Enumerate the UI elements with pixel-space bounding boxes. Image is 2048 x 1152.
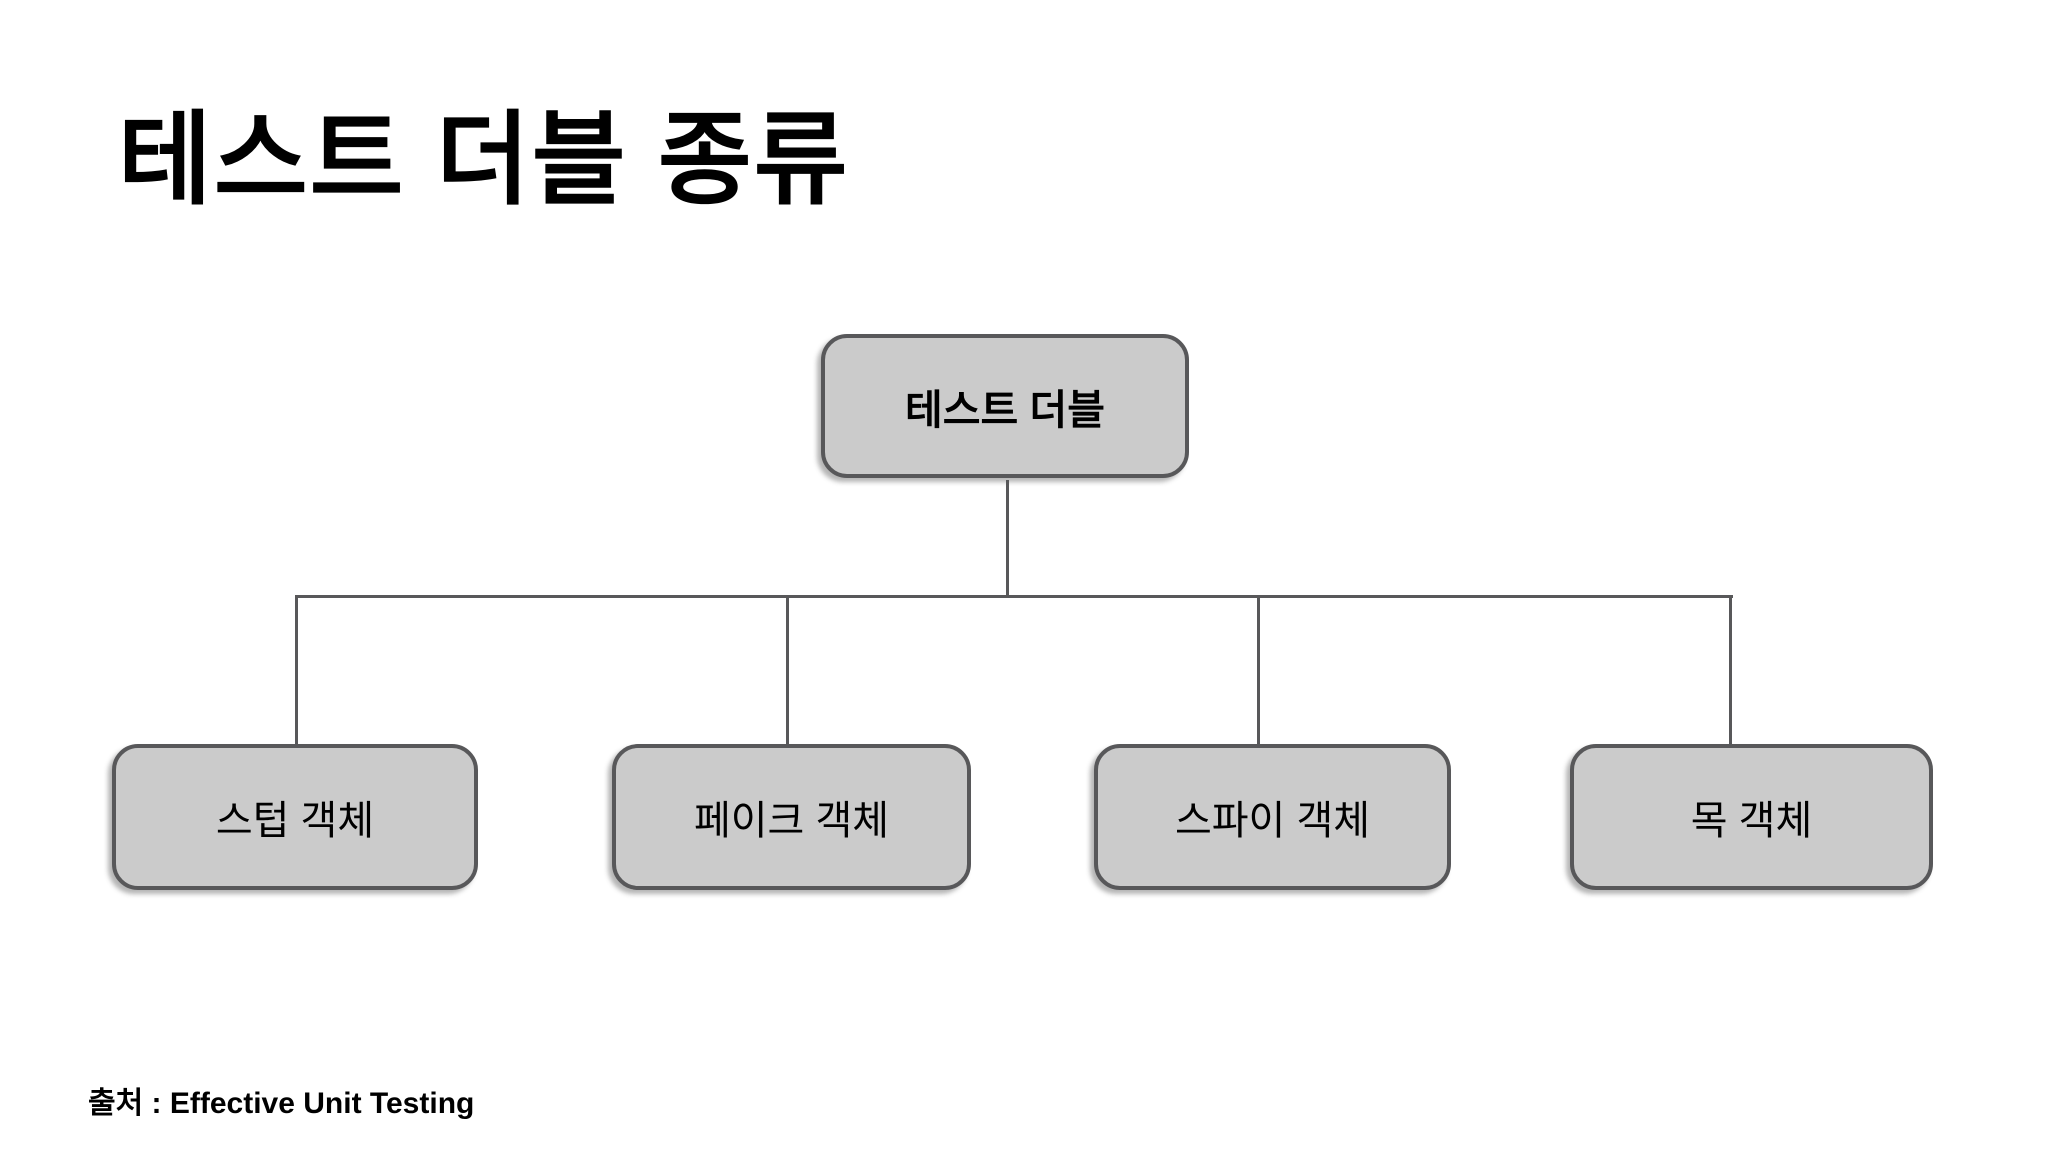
connector-drop-spy	[1257, 596, 1260, 745]
connector-drop-fake	[786, 596, 789, 745]
diagram-node-root-label: 테스트 더블	[905, 387, 1105, 433]
page-title: 테스트 더블 종류	[118, 103, 850, 217]
diagram-node-spy-label: 스파이 객체	[1174, 799, 1371, 843]
connector-drop-mock	[1729, 596, 1732, 745]
diagram-node-stub-label: 스텁 객체	[215, 799, 375, 843]
diagram-node-root: 테스트 더블	[821, 334, 1189, 478]
connector-root-drop	[1006, 480, 1009, 597]
diagram-node-fake: 페이크 객체	[612, 744, 971, 890]
diagram-node-fake-label: 페이크 객체	[693, 799, 890, 843]
diagram-node-mock: 목 객체	[1570, 744, 1933, 890]
diagram-node-mock-label: 목 객체	[1690, 799, 1813, 843]
diagram-node-stub: 스텁 객체	[112, 744, 478, 890]
connector-drop-stub	[295, 596, 298, 745]
diagram-node-spy: 스파이 객체	[1094, 744, 1451, 890]
source-caption: 출처 : Effective Unit Testing	[88, 1087, 475, 1120]
connector-horizontal-rail	[295, 595, 1733, 598]
